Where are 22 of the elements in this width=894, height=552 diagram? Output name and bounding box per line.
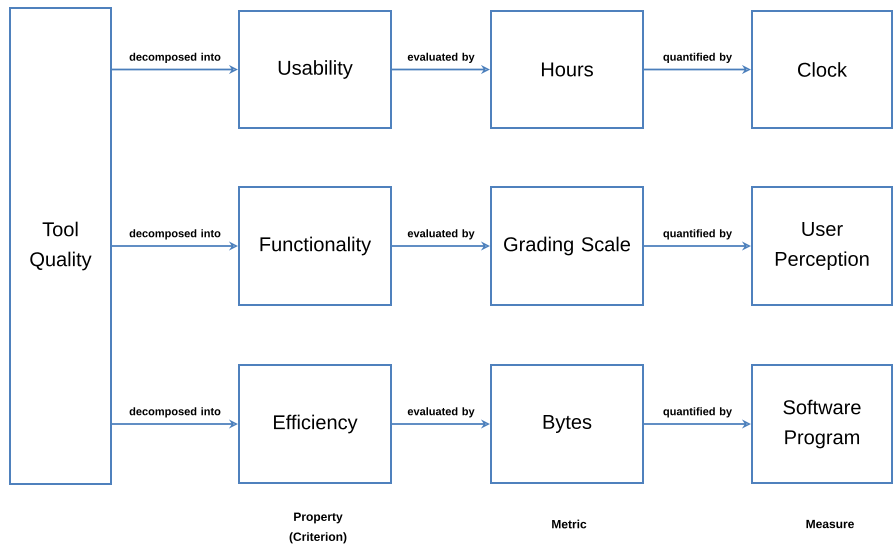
process-box: Usability <box>238 10 392 129</box>
column-label: Metric <box>552 520 586 528</box>
column-label: Measure <box>806 520 854 528</box>
process-box: Functionality <box>238 186 392 306</box>
process-box: Hours <box>490 10 644 129</box>
edge-label: quantified by <box>663 52 732 63</box>
process-box: Software Program <box>751 364 893 484</box>
edge-label: decomposed into <box>130 52 220 63</box>
process-box: Efficiency <box>238 364 392 484</box>
edge-label: decomposed into <box>130 407 220 418</box>
process-box: User Perception <box>751 186 893 306</box>
process-box: Clock <box>751 10 893 129</box>
column-label: Property (Criterion) <box>290 512 346 544</box>
edge-label: quantified by <box>663 229 732 240</box>
edge-label: decomposed into <box>130 229 220 240</box>
process-box: Bytes <box>490 364 644 484</box>
process-box: Grading Scale <box>490 186 644 306</box>
edge-label: evaluated by <box>408 229 475 240</box>
edge-label: evaluated by <box>408 407 475 418</box>
process-box: Tool Quality <box>9 7 112 485</box>
edge-label: evaluated by <box>408 52 475 63</box>
edge-label: quantified by <box>663 407 732 418</box>
